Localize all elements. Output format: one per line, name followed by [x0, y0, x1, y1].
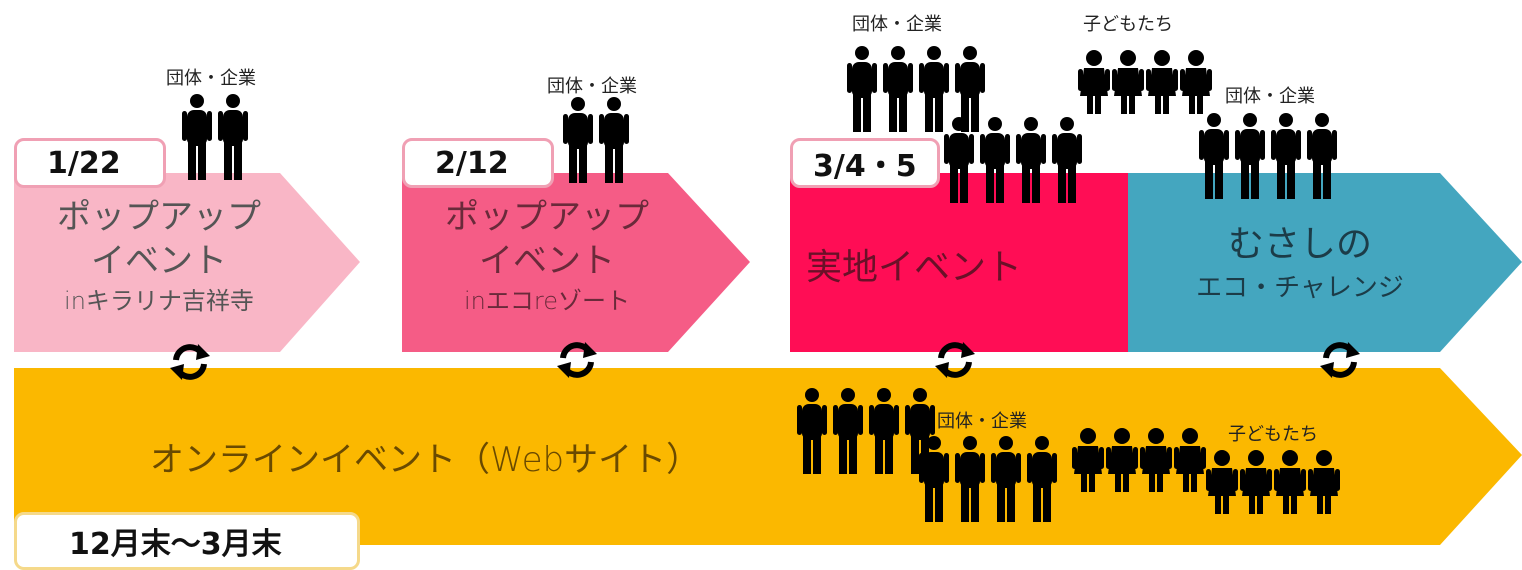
popup-event-1-line3: inキラリナ吉祥寺 — [64, 287, 254, 315]
online-event-title: オンラインイベント（Webサイト） — [150, 440, 701, 480]
corp-people-group-4 — [944, 117, 1082, 203]
popup-event-1-line2: イベント — [91, 241, 227, 281]
person-icon — [883, 46, 913, 132]
person-icon — [1027, 436, 1057, 522]
child-icon — [1106, 428, 1138, 492]
child-icon — [1180, 50, 1212, 114]
kids-people-group-3 — [1206, 450, 1340, 514]
child-icon — [1308, 450, 1340, 514]
kids-label-1: 子どもたち — [1083, 14, 1173, 35]
popup-event-2-date: 2/12 — [402, 138, 554, 188]
person-icon — [833, 388, 863, 474]
corp-label-5: 団体・企業 — [937, 411, 1027, 432]
popup-event-1-arrow — [14, 173, 360, 352]
person-icon — [1235, 113, 1265, 199]
popup-event-1-label: ポップアップ イベント inキラリナ吉祥寺 — [14, 195, 304, 319]
person-icon — [847, 46, 877, 132]
kids-label-2: 子どもたち — [1228, 424, 1318, 445]
child-icon — [1174, 428, 1206, 492]
corp-people-group-7 — [919, 436, 1057, 522]
popup-event-2-line3: inエコreゾート — [464, 287, 630, 315]
person-icon — [218, 94, 248, 180]
popup-event-2-line1: ポップアップ — [445, 197, 649, 237]
person-icon — [919, 436, 949, 522]
child-icon — [1078, 50, 1110, 114]
eco-challenge-arrow — [1120, 173, 1522, 352]
person-icon — [182, 94, 212, 180]
person-icon — [1307, 113, 1337, 199]
child-icon — [1072, 428, 1104, 492]
real-event-title: 実地イベント — [806, 247, 1023, 288]
kids-people-group-2 — [1072, 428, 1206, 492]
person-icon — [1052, 117, 1082, 203]
person-icon — [944, 117, 974, 203]
eco-challenge-label: むさしの エコ・チャレンジ — [1150, 222, 1450, 308]
person-icon — [563, 97, 593, 183]
person-icon — [991, 436, 1021, 522]
corp-label-4: 団体・企業 — [1225, 86, 1315, 107]
eco-challenge-line1: むさしの — [1227, 224, 1372, 265]
child-icon — [1140, 428, 1172, 492]
online-period-label: 12月末～3月末 — [69, 527, 282, 562]
popup-event-1-date: 1/22 — [14, 138, 166, 188]
person-icon — [955, 436, 985, 522]
kids-people-group-1 — [1078, 50, 1212, 114]
corp-people-group-5 — [1199, 113, 1337, 199]
refresh-cycle-icon — [555, 338, 599, 382]
child-icon — [1274, 450, 1306, 514]
child-icon — [1146, 50, 1178, 114]
corp-label-1: 団体・企業 — [166, 68, 256, 89]
person-icon — [599, 97, 629, 183]
online-event-arrow — [14, 368, 1522, 545]
person-icon — [1271, 113, 1301, 199]
popup-event-2-arrow — [402, 173, 750, 352]
corp-people-group-1 — [182, 94, 248, 180]
child-icon — [1206, 450, 1238, 514]
eco-challenge-line2: エコ・チャレンジ — [1196, 273, 1404, 303]
person-icon — [980, 117, 1010, 203]
person-icon — [869, 388, 899, 474]
refresh-cycle-icon — [168, 340, 212, 384]
popup-event-2-line2: イベント — [479, 241, 615, 281]
online-period-box: 12月末～3月末 — [14, 512, 360, 570]
child-icon — [1240, 450, 1272, 514]
refresh-cycle-icon — [1318, 338, 1362, 382]
person-icon — [1199, 113, 1229, 199]
real-event-date: 3/4・5 — [790, 138, 940, 188]
person-icon — [797, 388, 827, 474]
refresh-cycle-icon — [933, 338, 977, 382]
corp-people-group-2 — [563, 97, 629, 183]
person-icon — [1016, 117, 1046, 203]
corp-label-2: 団体・企業 — [547, 76, 637, 97]
corp-label-3: 団体・企業 — [852, 14, 942, 35]
popup-event-2-label: ポップアップ イベント inエコreゾート — [402, 195, 692, 319]
child-icon — [1112, 50, 1144, 114]
popup-event-1-line1: ポップアップ — [57, 197, 261, 237]
